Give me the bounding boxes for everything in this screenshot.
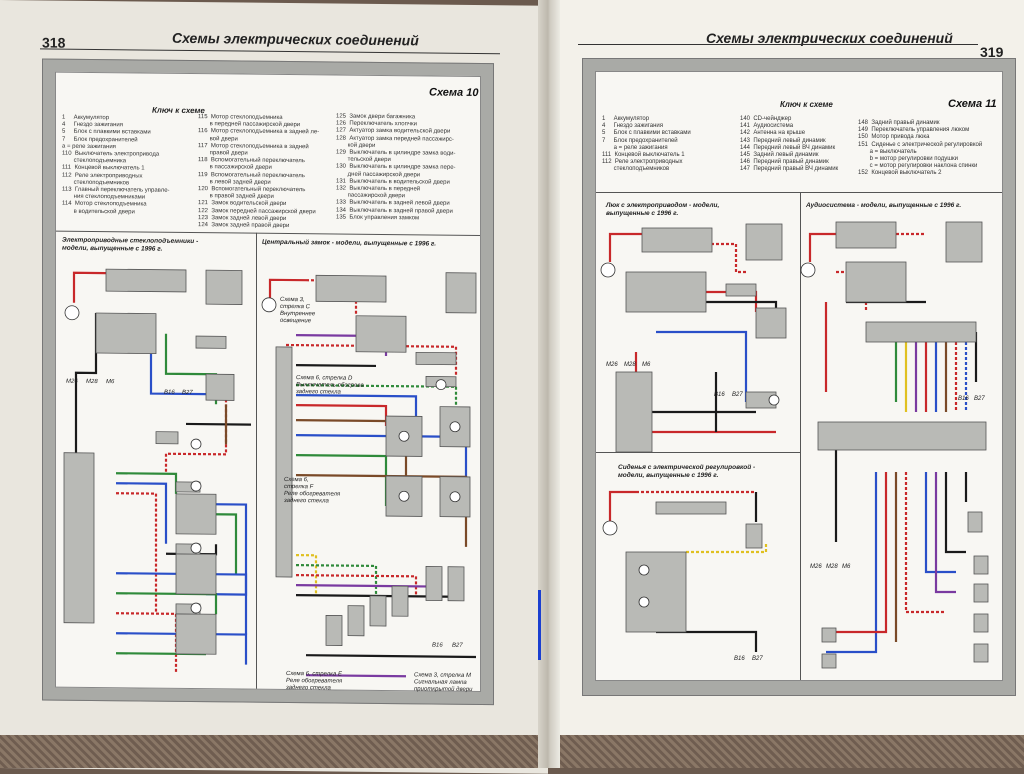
left-diagram-panel: Схема 10 Ключ к схеме 1 Аккумулятор 4 Гн… bbox=[55, 71, 481, 693]
ground-label: B27 bbox=[732, 392, 743, 398]
right-wiring-diagram bbox=[600, 221, 989, 669]
floor-carpet bbox=[0, 735, 1024, 768]
ground-label: M26 bbox=[810, 564, 822, 570]
ground-label: M28 bbox=[624, 362, 636, 368]
book-gutter bbox=[538, 0, 560, 768]
left-running-head: Схемы электрических соединений bbox=[172, 29, 419, 49]
right-section1-title: Люк с электроприводом - модели, выпущенн… bbox=[606, 202, 720, 217]
left-header-rule bbox=[40, 48, 500, 55]
ground-label: B16 bbox=[164, 389, 175, 396]
left-wiring-diagram bbox=[63, 268, 477, 678]
left-note-schema3-c: Схема 3, стрелка C Внутреннее освещение bbox=[280, 296, 316, 325]
left-note-schema6-e: Схема 6, стрелка E Реле обогревателя зад… bbox=[286, 670, 343, 692]
right-section2-title: Аудиосистема - модели, выпущенные с 1996… bbox=[806, 202, 962, 209]
ground-label: B27 bbox=[974, 396, 985, 402]
ground-label: M26 bbox=[606, 362, 618, 368]
right-page: Схемы электрических соединений 319 Схема… bbox=[548, 0, 1024, 768]
right-page-number: 319 bbox=[980, 44, 1004, 60]
book-binding-thread bbox=[538, 590, 541, 660]
left-note-schema6-d: Схема 6, стрелка D Выключатель обогрева … bbox=[296, 375, 364, 396]
right-key-col1: 1 Аккумулятор 4 Гнездо зажигания 5 Блок … bbox=[602, 116, 691, 173]
ground-label: M6 bbox=[106, 379, 115, 386]
ground-label: B27 bbox=[452, 642, 463, 649]
ground-label: M6 bbox=[842, 564, 851, 570]
left-note-schema6-f: Схема 6, стрелка F Реле обогревателя зад… bbox=[284, 476, 341, 505]
ground-label: B27 bbox=[182, 389, 193, 397]
right-key-col2: 140 CD-чейнджер 141 Аудиосистема 142 Ант… bbox=[740, 116, 839, 173]
ground-label: M28 bbox=[826, 564, 838, 570]
right-header-rule bbox=[578, 44, 978, 45]
right-scheme-title: Схема 11 bbox=[948, 98, 997, 110]
ground-label: B27 bbox=[752, 656, 763, 662]
ground-label: M28 bbox=[86, 378, 98, 386]
right-diagram-panel: Схема 11 Ключ к схеме 1 Аккумулятор 4 Гн… bbox=[595, 71, 1003, 681]
ground-label: M26 bbox=[66, 378, 78, 385]
right-diagram-frame: Схема 11 Ключ к схеме 1 Аккумулятор 4 Гн… bbox=[582, 58, 1016, 696]
right-left-column-divider bbox=[596, 452, 800, 453]
right-key-divider bbox=[596, 192, 1002, 193]
right-key-title: Ключ к схеме bbox=[780, 100, 833, 109]
ground-label: B16 bbox=[432, 642, 443, 649]
right-running-head: Схемы электрических соединений bbox=[706, 30, 953, 46]
ground-label: B16 bbox=[714, 392, 725, 398]
ground-label: B16 bbox=[958, 396, 969, 402]
left-page: 318 Схемы электрических соединений Схема… bbox=[0, 0, 548, 774]
ground-label: B16 bbox=[734, 656, 745, 662]
left-note-schema3-m: Схема 3, стрелка M Сигнальная лампа прио… bbox=[414, 672, 473, 693]
ground-label: M6 bbox=[642, 362, 651, 368]
left-diagram-frame: Схема 10 Ключ к схеме 1 Аккумулятор 4 Гн… bbox=[42, 58, 494, 706]
right-key-col3: 148 Задний правый динамик 149 Переключат… bbox=[858, 120, 983, 177]
right-section-divider bbox=[800, 192, 801, 680]
right-section3-title: Сиденья с электрической регулировкой - м… bbox=[618, 464, 756, 479]
